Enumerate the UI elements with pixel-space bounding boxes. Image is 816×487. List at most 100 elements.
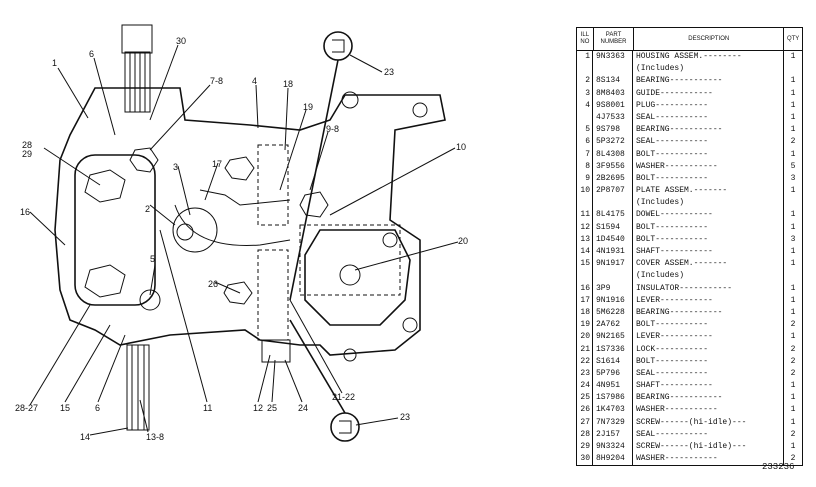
- qty-cell: 1: [790, 381, 796, 391]
- part-number-cell: 5P3272: [593, 136, 633, 149]
- description-cell: BOLT-----------: [633, 233, 784, 246]
- callout-19: 19: [303, 102, 313, 112]
- part-number-cell: 4N1931: [593, 246, 633, 259]
- description-cell: BOLT-----------: [633, 221, 784, 234]
- ill-no-cell: 1: [577, 51, 593, 64]
- part-number-cell: 5P796: [593, 367, 633, 381]
- part-number-cell: 2B2695: [593, 172, 633, 186]
- part-number-cell: 2J157: [593, 428, 633, 441]
- description-cell: SEAL-----------: [633, 367, 784, 381]
- description-cell: WASHER-----------: [633, 404, 784, 417]
- part-number-cell: 4J7533: [593, 111, 633, 125]
- drawing-number: 233236: [762, 462, 795, 472]
- qty-cell: 1: [790, 186, 796, 196]
- qty-cell: 1: [790, 417, 796, 427]
- qty-cell: 1: [790, 405, 796, 415]
- ill-no-cell: 13: [577, 233, 593, 246]
- qty-cell: 1: [790, 295, 796, 305]
- qty-cell: [784, 197, 802, 209]
- description-cell: PLUG-----------: [633, 99, 784, 112]
- ill-no-cell: 9: [577, 172, 593, 186]
- description-cell: BEARING-----------: [633, 124, 784, 137]
- housing-outline: [54, 87, 446, 356]
- qty-cell: 1: [790, 210, 796, 220]
- callout-10: 10: [456, 142, 466, 152]
- callout-4: 4: [252, 76, 257, 86]
- qty-cell: 2: [790, 454, 796, 464]
- callout-2: 2: [145, 204, 150, 214]
- description-cell: SEAL-----------: [633, 428, 784, 441]
- part-number-cell: 2P8707: [593, 185, 633, 198]
- description-cell: LEVER-----------: [633, 331, 784, 344]
- hex-nut: [84, 264, 126, 298]
- description-cell: SEAL-----------: [633, 111, 784, 125]
- upper-shaft: [124, 51, 151, 113]
- qty-cell: 2: [790, 429, 796, 439]
- qty-cell: 2: [790, 356, 796, 366]
- bottom-shaft: [261, 339, 291, 363]
- part-number-cell: 3P9: [593, 282, 633, 295]
- hex-nut: [84, 169, 126, 203]
- part-number-cell: 8L4308: [593, 148, 633, 161]
- seal-detail-top: [323, 31, 353, 61]
- part-number-cell: S1614: [593, 355, 633, 368]
- part-number-cell: 1S7336: [593, 343, 633, 356]
- qty-cell: 1: [790, 307, 796, 317]
- description-cell: PLATE ASSEM.-------: [633, 185, 784, 198]
- qty-cell: 1: [790, 442, 796, 451]
- description-cell: BOLT-----------: [633, 148, 784, 161]
- callout-28-27: 28-27: [15, 403, 38, 413]
- part-number-cell: [593, 63, 633, 76]
- part-number-cell: 8L4175: [593, 209, 633, 222]
- ill-no-cell: 11: [577, 209, 593, 222]
- qty-cell: 1: [790, 112, 796, 122]
- qty-cell: 1: [790, 125, 796, 135]
- left-cover: [74, 154, 156, 306]
- ill-no-cell: 4: [577, 99, 593, 112]
- table-row: (Includes): [577, 270, 802, 283]
- callout-9-8: 9-8: [326, 124, 339, 134]
- callout-23-top: 23: [384, 67, 394, 77]
- description-cell: BEARING-----------: [633, 306, 784, 320]
- callout-18: 18: [283, 79, 293, 89]
- description-cell: SHAFT-----------: [633, 246, 784, 259]
- ill-no-cell: [577, 111, 593, 125]
- qty-cell: 5: [790, 161, 796, 171]
- part-number-cell: 5M6228: [593, 306, 633, 320]
- part-number-cell: [593, 197, 633, 210]
- ill-no-cell: 7: [577, 148, 593, 161]
- description-cell: SHAFT-----------: [633, 380, 784, 393]
- description-cell: (Includes): [633, 197, 784, 210]
- header-qty: QTY: [786, 35, 800, 42]
- callout-29: 29: [22, 149, 32, 159]
- part-number-cell: 2A762: [593, 319, 633, 332]
- part-number-cell: 8M8403: [593, 87, 633, 100]
- qty-cell: 2: [790, 368, 796, 378]
- hidden-shaft: [257, 249, 289, 341]
- description-cell: GUIDE-----------: [633, 87, 784, 100]
- callout-13-8: 13-8: [146, 432, 164, 442]
- part-number-cell: 8H9204: [593, 453, 633, 466]
- ill-no-cell: 5: [577, 124, 593, 137]
- callout-21-22: 21-22: [332, 392, 355, 402]
- ill-no-cell: 21: [577, 343, 593, 356]
- callout-25: 25: [267, 403, 277, 413]
- callout-1: 1: [52, 58, 57, 68]
- ill-no-cell: 15: [577, 258, 593, 271]
- part-number-cell: S1594: [593, 221, 633, 234]
- qty-cell: [784, 63, 802, 75]
